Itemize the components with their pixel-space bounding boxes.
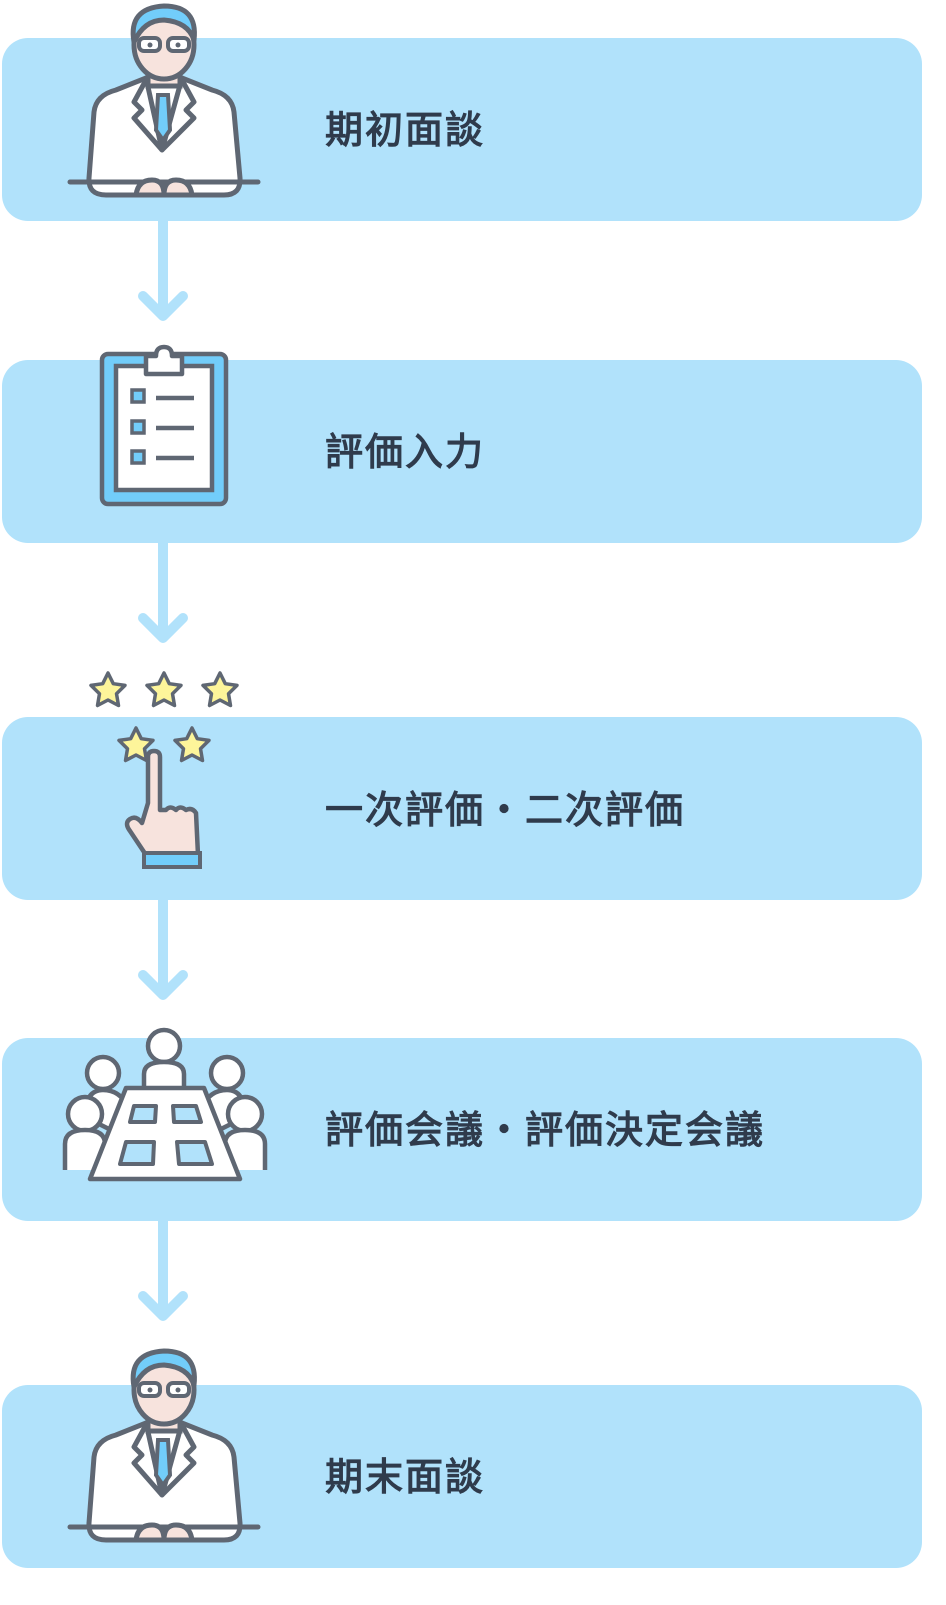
arrow-down-icon xyxy=(138,1221,188,1326)
star-rating-hand-icon xyxy=(89,671,239,869)
step-label-5: 期末面談 xyxy=(325,1455,486,1499)
arrow-down-icon xyxy=(138,543,188,648)
step-label-1: 期初面談 xyxy=(325,108,486,152)
arrow-down-icon xyxy=(138,221,188,326)
clipboard-checklist-icon xyxy=(99,344,229,507)
arrow-down-icon xyxy=(138,900,188,1005)
meeting-table-icon xyxy=(62,1027,268,1182)
step-label-2: 評価入力 xyxy=(325,430,486,474)
step-label-4: 評価会議・評価決定会議 xyxy=(325,1108,766,1152)
businessman-icon xyxy=(64,0,264,200)
step-label-3: 一次評価・二次評価 xyxy=(325,788,686,832)
businessman-icon xyxy=(64,1345,264,1545)
